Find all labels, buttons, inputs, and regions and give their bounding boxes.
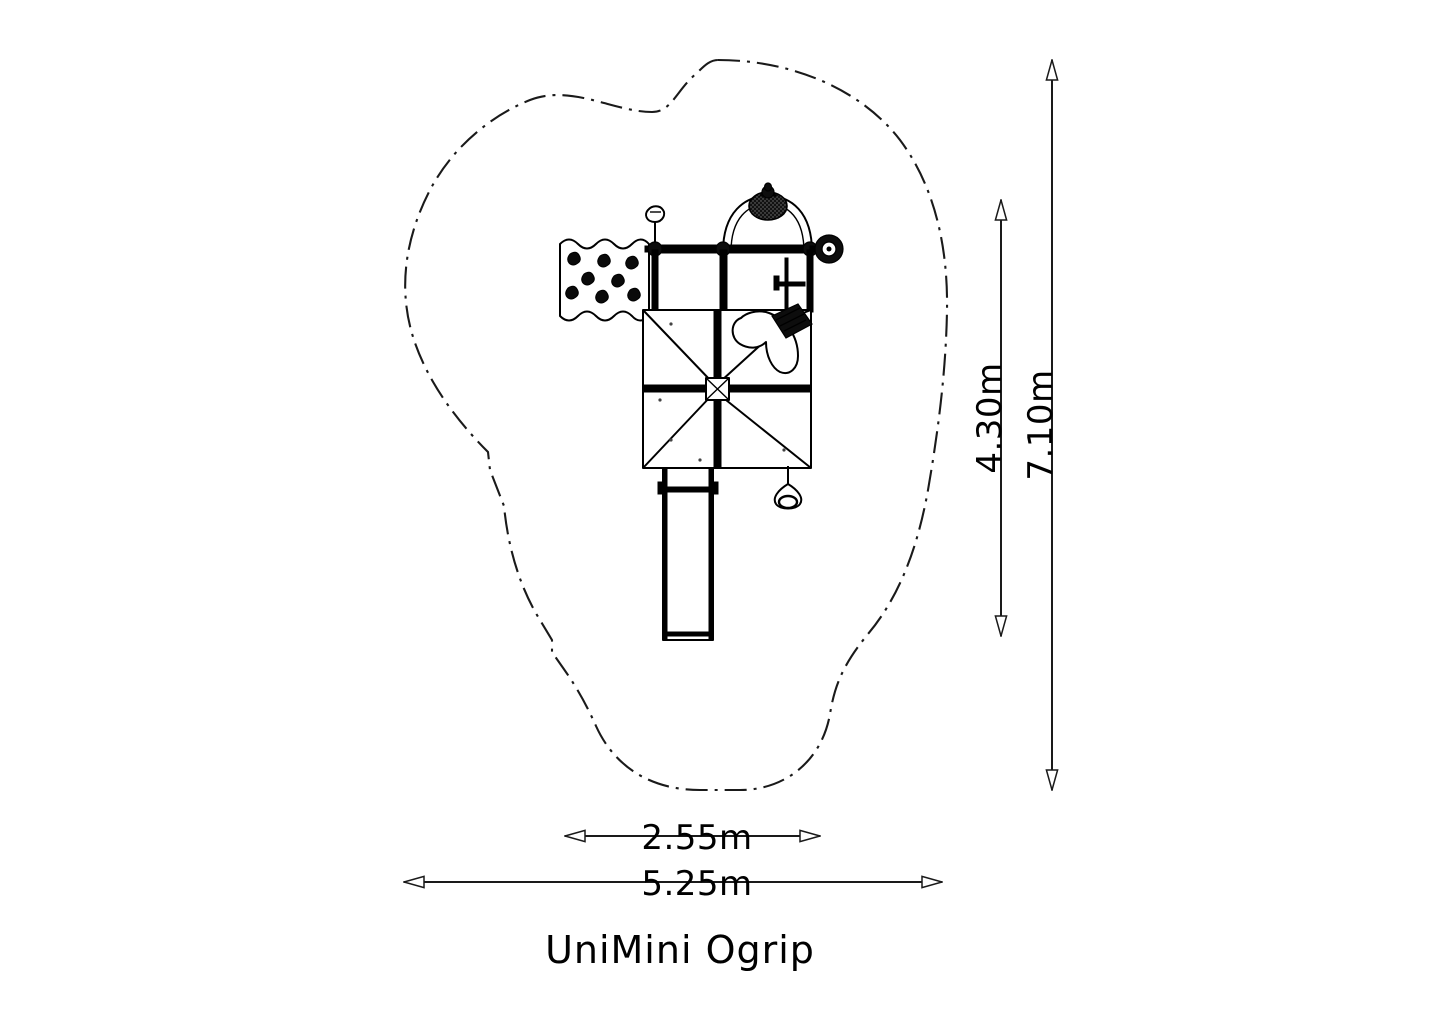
dimension-label-5-25m: 5.25m [641, 864, 752, 904]
dimension-label-7-10m: 7.10m [1021, 369, 1061, 480]
dimension-label-4-30m: 4.30m [970, 362, 1010, 473]
support-posts [651, 249, 814, 313]
dimension-safety-width: 5.25m [404, 864, 942, 904]
rail-ladder [773, 257, 806, 313]
dimension-label-2-55m: 2.55m [641, 818, 752, 858]
hanging-bell [773, 466, 803, 510]
leaf-panel [731, 303, 813, 374]
steering-wheel [809, 234, 844, 264]
arch-dome [722, 182, 813, 253]
dimension-safety-depth: 7.10m [1021, 60, 1061, 790]
dimension-equipment-depth: 4.30m [970, 200, 1010, 636]
climbing-wall [559, 238, 650, 322]
safety-zone-boundary [404, 58, 949, 792]
slide [657, 467, 719, 641]
playground-equipment [559, 182, 844, 641]
drawing-title: UniMini Ogrip [545, 928, 815, 972]
climbing-holds [565, 251, 641, 304]
dimension-equipment-width: 2.55m [565, 818, 820, 858]
